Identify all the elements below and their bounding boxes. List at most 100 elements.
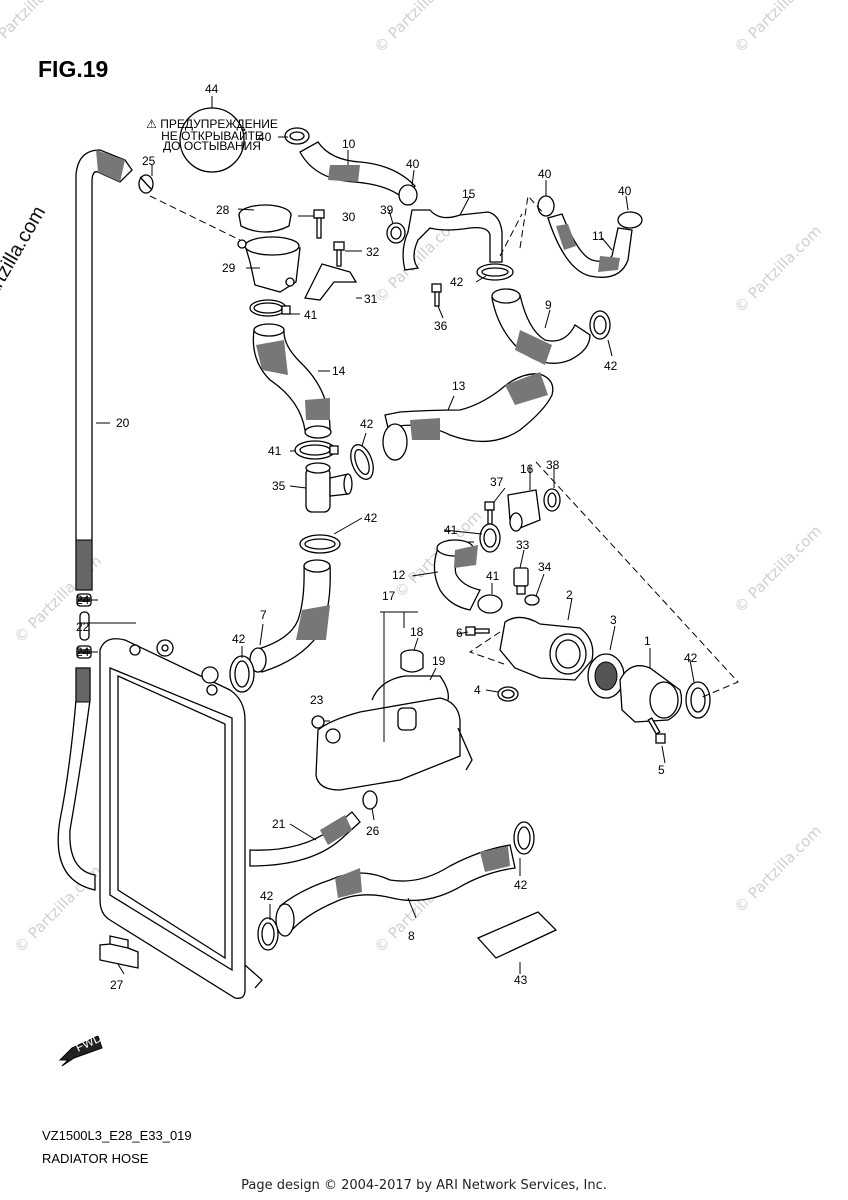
part-20-overflow-hose[interactable]: [75, 149, 133, 591]
callout-41: 41: [268, 444, 282, 458]
callout-42: 42: [514, 878, 528, 892]
callout-42: 42: [604, 359, 618, 373]
part-33-sensor[interactable]: [513, 567, 529, 595]
callout-35: 35: [272, 479, 286, 493]
part-23-grommet[interactable]: [311, 715, 325, 729]
callout-27: 27: [110, 978, 124, 992]
part-8-hose[interactable]: [275, 844, 516, 937]
part-14-hose[interactable]: [252, 323, 332, 439]
overflow-hose-lower: [57, 667, 96, 891]
part-35-union[interactable]: [305, 462, 353, 513]
section-name: RADIATOR HOSE: [42, 1151, 149, 1166]
part-9-hose[interactable]: [491, 288, 591, 365]
part-26-clamp[interactable]: [362, 790, 378, 810]
callout-22: 22: [76, 620, 90, 634]
part-25-clamp[interactable]: [138, 174, 154, 194]
part-16-union[interactable]: [507, 489, 541, 532]
part-12-hose[interactable]: [433, 539, 481, 611]
callout-43: 43: [514, 973, 528, 987]
part-19-reservoir-tank[interactable]: [315, 675, 473, 791]
part-13-hose[interactable]: [382, 372, 554, 461]
callout-29: 29: [222, 261, 236, 275]
callout-11: 11: [592, 229, 605, 243]
part-42-clamp-8-right[interactable]: [513, 821, 535, 855]
part-40-clamp[interactable]: [398, 184, 418, 206]
part-15-pipe[interactable]: [402, 209, 503, 271]
callout-labels: 44 25 40 10 40 40 40 15 39 28 30 11 32 2…: [76, 82, 698, 992]
part-11-hose[interactable]: [547, 213, 633, 278]
part-42-clamp-right[interactable]: [589, 310, 611, 340]
part-41-clamp-12[interactable]: [477, 594, 503, 614]
callout-3: 3: [610, 613, 617, 627]
callout-44: 44: [205, 82, 219, 96]
part-10-hose[interactable]: [299, 141, 416, 202]
callout-14: 14: [332, 364, 346, 378]
fwd-arrow-icon: FWD: [58, 1030, 104, 1067]
caution-line-1: ⚠ ПРЕДУПРЕЖДЕНИЕ: [146, 117, 278, 131]
part-37-bolt[interactable]: [484, 501, 495, 525]
callout-37: 37: [490, 475, 504, 489]
part-2-housing[interactable]: [499, 616, 594, 681]
callout-41: 41: [304, 308, 318, 322]
part-40-clamp[interactable]: [537, 195, 555, 217]
callout-39: 39: [380, 203, 394, 217]
callout-21: 21: [272, 817, 286, 831]
part-6-bolt[interactable]: [465, 626, 490, 636]
callout-13: 13: [452, 379, 466, 393]
callout-4: 4: [474, 683, 481, 697]
leader-lines: [77, 96, 695, 975]
callout-42: 42: [260, 889, 274, 903]
callout-32: 32: [366, 245, 380, 259]
part-31-bracket[interactable]: [304, 263, 358, 301]
callout-10: 10: [342, 137, 356, 151]
callout-31: 31: [364, 292, 378, 306]
part-21-hose[interactable]: [249, 811, 361, 867]
callout-28: 28: [216, 203, 230, 217]
callout-24: 24: [76, 645, 90, 659]
figure-title: FIG.19: [38, 56, 109, 82]
part-18-cap[interactable]: [400, 649, 424, 673]
radiator[interactable]: [99, 638, 263, 999]
part-1-thermostat-cover[interactable]: [619, 665, 683, 723]
callout-7: 7: [260, 608, 267, 622]
part-34-gasket[interactable]: [524, 594, 540, 606]
callout-2: 2: [566, 588, 573, 602]
part-39-o-ring[interactable]: [386, 222, 406, 244]
part-27-bracket[interactable]: [99, 935, 139, 969]
part-40-clamp[interactable]: [617, 211, 643, 229]
part-41-clamp-upper[interactable]: [249, 299, 291, 317]
part-42-clamp-left[interactable]: [229, 655, 255, 693]
part-22-pipe[interactable]: [79, 611, 90, 641]
part-42-clamp-mid[interactable]: [346, 442, 377, 483]
part-5-bolt[interactable]: [647, 717, 666, 744]
callout-30: 30: [342, 210, 356, 224]
callout-40: 40: [618, 184, 632, 198]
part-30-bolt[interactable]: [313, 209, 325, 239]
callout-23: 23: [310, 693, 324, 707]
part-32-bolt[interactable]: [333, 241, 345, 267]
part-41-clamp-therm[interactable]: [479, 523, 501, 553]
part-40-clamp[interactable]: [284, 127, 310, 145]
part-38-o-ring[interactable]: [543, 488, 561, 512]
part-7-hose[interactable]: [249, 559, 331, 673]
part-4-o-ring[interactable]: [497, 686, 519, 702]
callout-42: 42: [450, 275, 464, 289]
callout-20: 20: [116, 416, 130, 430]
part-29-filler-neck[interactable]: [237, 236, 301, 293]
callout-25: 25: [142, 154, 156, 168]
callout-42: 42: [360, 417, 374, 431]
part-36-bolt[interactable]: [431, 283, 442, 307]
callout-1: 1: [644, 634, 651, 648]
callout-36: 36: [434, 319, 448, 333]
part-42-clamp-thermostat[interactable]: [685, 681, 711, 719]
part-43-label[interactable]: [476, 911, 558, 959]
callout-5: 5: [658, 763, 665, 777]
part-3-thermostat[interactable]: [587, 653, 625, 699]
footer-copyright: Page design © 2004-2017 by ARI Network S…: [241, 1178, 607, 1193]
callout-33: 33: [516, 538, 530, 552]
part-42-clamp-lower[interactable]: [299, 534, 341, 554]
part-41-clamp[interactable]: [294, 440, 339, 460]
part-42-clamp-8-left[interactable]: [257, 917, 279, 951]
callout-18: 18: [410, 625, 424, 639]
callout-38: 38: [546, 458, 560, 472]
